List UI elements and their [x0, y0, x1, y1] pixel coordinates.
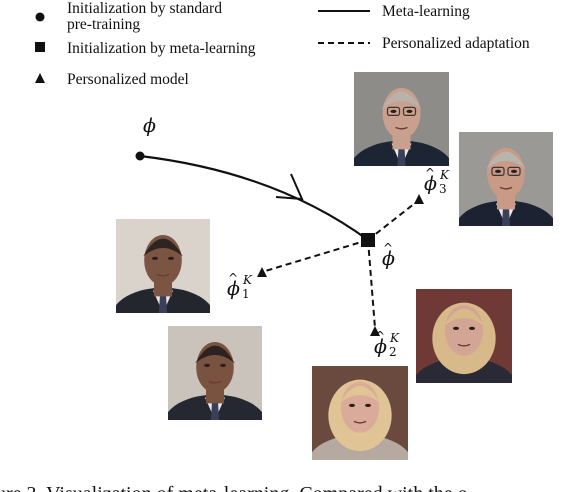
figure-caption: ure 3. Visualization of meta-learning. C… [0, 483, 468, 492]
face-thumbnail-2 [459, 132, 553, 226]
meta-learning-path [139, 154, 369, 241]
legend-standard-init-line1: Initialization by standard [67, 0, 222, 17]
face-thumbnails [116, 72, 553, 460]
personalized-model-3-marker [414, 194, 424, 204]
personalized-model-1-marker [257, 267, 267, 277]
adaptation-line-2 [367, 239, 376, 329]
hat-accent: ^ [375, 329, 385, 343]
legend-personalized-adaptation: Personalized adaptation [382, 35, 530, 52]
face-thumbnail-6 [312, 366, 408, 460]
svg-text:ϕ: ϕ [382, 248, 395, 270]
hat-accent: ^ [228, 271, 238, 285]
legend: Initialization by standard pre-training … [35, 0, 530, 88]
standard-init-marker [35, 12, 45, 22]
meta-learning-arrowhead [275, 173, 304, 201]
svg-text:K: K [389, 331, 400, 345]
svg-text:K: K [242, 273, 253, 287]
face-thumbnail-1 [354, 72, 449, 166]
phi-1-k-label: ϕ ^ K 1 [227, 271, 253, 301]
adaptation-line-3 [367, 199, 420, 241]
svg-text:2: 2 [389, 345, 397, 359]
legend-personalized-model: Personalized model [67, 71, 189, 88]
svg-text:ϕ: ϕ [227, 278, 240, 300]
phi-label: ϕ [143, 115, 156, 137]
meta-init-point [361, 233, 375, 247]
svg-text:ϕ: ϕ [424, 173, 437, 195]
svg-text:ϕ: ϕ [374, 336, 387, 358]
phi-2-k-label: ϕ ^ K 2 [374, 329, 400, 359]
hat-accent: ^ [425, 166, 435, 180]
phi-hat-label: ϕ ^ [382, 241, 395, 270]
face-thumbnail-4 [168, 326, 262, 420]
adaptation-line-1 [261, 239, 369, 273]
svg-text:1: 1 [242, 287, 250, 301]
standard-init-point [135, 151, 145, 161]
meta-init-marker [35, 42, 45, 52]
personalized-model-marker [35, 73, 45, 83]
face-thumbnail-3 [116, 219, 210, 313]
personalized-model-2-marker [370, 326, 380, 336]
svg-text:K: K [439, 168, 450, 182]
legend-meta-init: Initialization by meta-learning [67, 40, 256, 57]
hat-accent: ^ [383, 241, 393, 255]
face-thumbnail-5 [416, 289, 512, 383]
legend-meta-learning: Meta-learning [382, 3, 470, 20]
legend-standard-init-line2: pre-training [67, 16, 140, 33]
svg-text:3: 3 [439, 182, 447, 196]
phi-3-k-label: ϕ ^ K 3 [424, 166, 450, 196]
